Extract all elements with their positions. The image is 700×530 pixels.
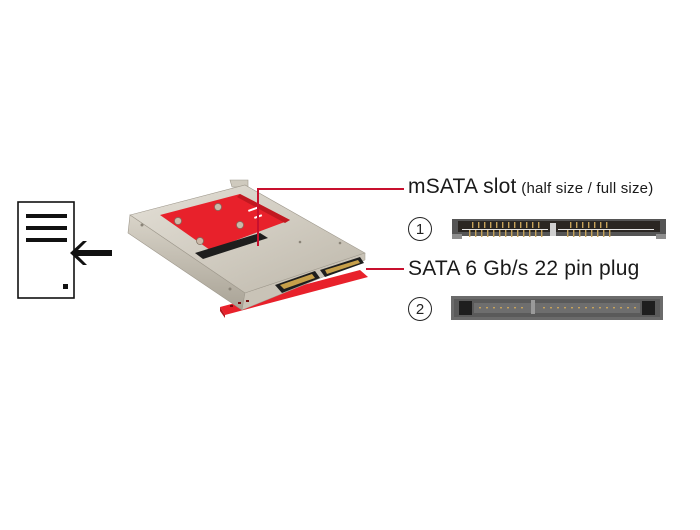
product-image xyxy=(120,175,380,335)
msata-title: mSATA slot xyxy=(408,175,517,198)
sata-22pin-connector-icon xyxy=(451,296,663,320)
callout-line-msata-horizontal xyxy=(257,188,404,190)
callout-line-msata-vertical xyxy=(257,188,259,246)
number-badge-1: 1 xyxy=(408,217,432,241)
msata-subtitle: (half size / full size) xyxy=(521,180,654,197)
computer-tower-icon xyxy=(17,201,75,299)
arrow-left-icon xyxy=(70,240,112,266)
number-badge-2: 2 xyxy=(408,297,432,321)
callout-line-sata-horizontal xyxy=(366,268,404,270)
msata-label: mSATA slot (half size / full size) xyxy=(408,175,653,199)
sata-title: SATA 6 Gb/s 22 pin plug xyxy=(408,257,640,280)
msata-connector-icon xyxy=(452,217,666,239)
